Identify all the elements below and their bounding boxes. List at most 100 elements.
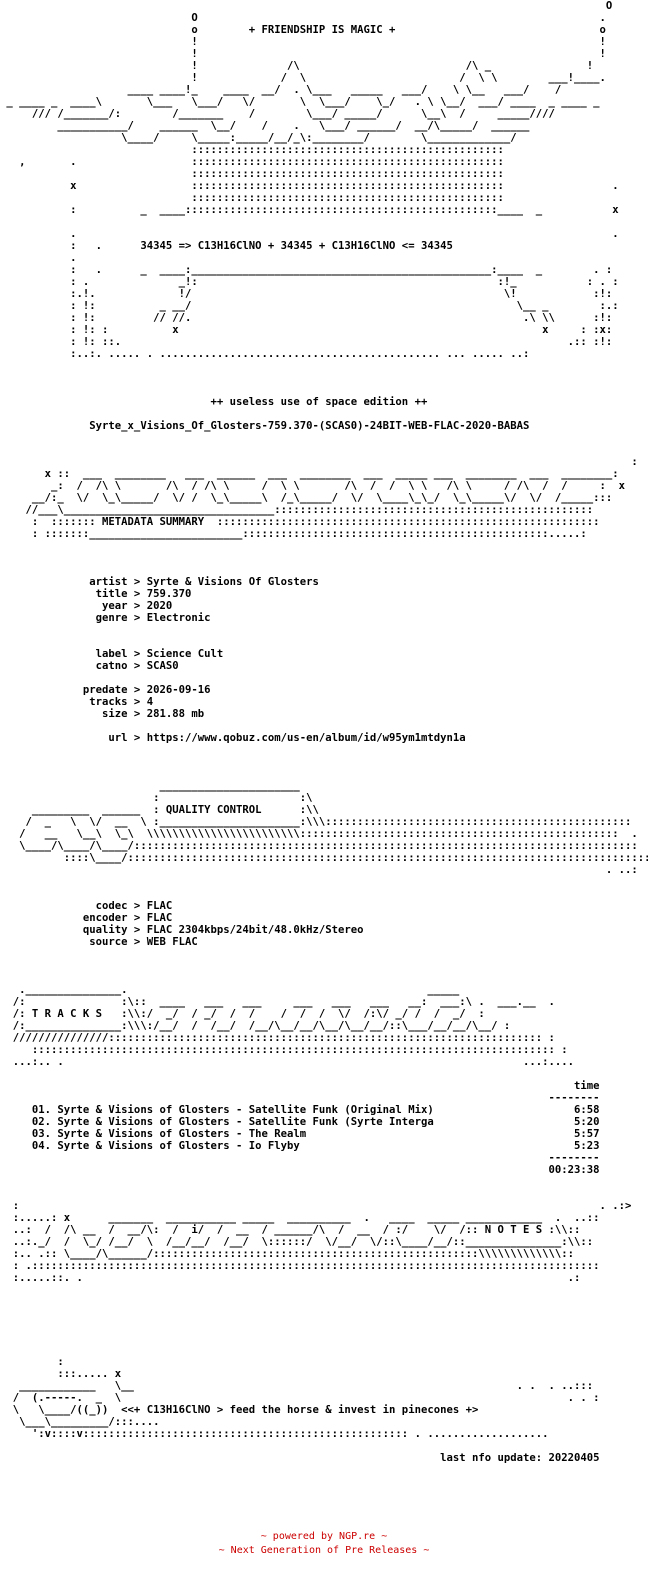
header-art-line: x ::::::::::::::::::::::::::::::::::::::… (0, 180, 619, 192)
meta-artist: artist > Syrte & Visions Of Glosters (0, 576, 319, 588)
header-art-line: . (0, 252, 77, 264)
header-art-line: O . (0, 12, 606, 24)
header-art-line: \____/ \_____:_____/__/_\:________/ \___… (0, 132, 517, 144)
blank-line (0, 1308, 648, 1320)
meta-size: size > 281.88 mb (0, 708, 205, 720)
blank-line (0, 1176, 648, 1188)
release-name: Syrte_x_Visions_Of_Glosters-759.370-(SCA… (0, 420, 530, 432)
footer-powered-line: ~ powered by NGP.re ~ (0, 1530, 648, 1544)
blank-line (0, 720, 648, 732)
header-art-line: : !: _ __/ \__ _ :.: (0, 300, 619, 312)
blank-line (0, 636, 648, 648)
notes-art-line: :.....: x _______ ___________ _____ ____… (0, 1212, 600, 1224)
header-art-line: ! ! (0, 48, 606, 60)
blank-line (0, 756, 648, 768)
blank-line (0, 540, 648, 552)
notes-art-line: ..: / /\ __ / __/\: / i/ / __ / ______/\… (0, 1224, 581, 1236)
blank-line (0, 888, 648, 900)
tracks-art-line: /: T R A C K S :\\:/ _/ / _/ / / / / / \… (0, 1008, 485, 1020)
blank-line (0, 744, 648, 756)
notes-art-line: : .:::::::::::::::::::::::::::::::::::::… (0, 1260, 600, 1272)
header-art-line: ____ ____!_ ____ __/ . \___ _____ ___/ \… (0, 84, 568, 96)
edition-text: ++ useless use of space edition ++ (0, 396, 428, 408)
outro-art-line: \___\_________/:::.... (0, 1416, 160, 1428)
quality-encoder: encoder > FLAC (0, 912, 173, 924)
blank-line (0, 1320, 648, 1332)
header-art-line: O (0, 0, 613, 12)
blank-line (0, 1284, 648, 1296)
header-art-line: : !: ::. .:: :!: (0, 336, 613, 348)
tracks-art-line: ...:.. . ...:.... (0, 1056, 575, 1068)
blank-line (0, 432, 648, 444)
blank-line (0, 1332, 648, 1344)
header-art-line: _ ____ _ ____\ \___ \___/ \/ \ \___/ \_/… (0, 96, 600, 108)
meta-predate: predate > 2026-09-16 (0, 684, 211, 696)
metadata-art-line: __/:_ \/ \_\_____/ \/ / \_\_____\ /_\___… (0, 492, 613, 504)
tracks-art-line: ///////////////:::::::::::::::::::::::::… (0, 1032, 555, 1044)
meta-url: url > https://www.qobuz.com/us-en/album/… (0, 732, 466, 744)
tracks-art-line: /: :\:: ____ ___ ___ ___ ___ ___ __: ___… (0, 996, 555, 1008)
outro-art-line: ____________ \__ . . . ..::: (0, 1380, 594, 1392)
header-art-line: ! ! (0, 36, 606, 48)
outro-art-line: : (0, 1356, 64, 1368)
footer-tagline: ~ Next Generation of Pre Releases ~ (218, 1545, 430, 1556)
blank-line (0, 1188, 648, 1200)
quality-art-line: \____/\____/\____/::::::::::::::::::::::… (0, 840, 638, 852)
meta-label: label > Science Cult (0, 648, 224, 660)
header-art-line: :..:. ..... . ..........................… (0, 348, 530, 360)
footer-powered-suffix: ~ (375, 1531, 388, 1542)
blank-line (0, 960, 648, 972)
header-art-line: ! /\ /\ _ ! (0, 60, 594, 72)
blank-line (0, 564, 648, 576)
blank-line (0, 384, 648, 396)
nfo-document: O O . o + FRIENDSHIP IS MAGIC + o (0, 0, 648, 1464)
header-art-line: : . _!: :!_ : . : (0, 276, 619, 288)
quality-art-line: . ..: (0, 864, 638, 876)
blank-line (0, 360, 648, 372)
footer-powered-prefix: ~ powered by (260, 1531, 340, 1542)
header-art-line: : !: : x x : :x: (0, 324, 613, 336)
meta-genre: genre > Electronic (0, 612, 211, 624)
blank-line (0, 1344, 648, 1356)
footer: ~ powered by NGP.re ~ ~ Next Generation … (0, 1530, 648, 1558)
blank-line (0, 408, 648, 420)
outro-art-line: :::..... x (0, 1368, 122, 1380)
quality-quality: quality > FLAC 2304kbps/24bit/48.0kHz/St… (0, 924, 364, 936)
track-row: 03. Syrte & Visions of Glosters - The Re… (0, 1128, 600, 1140)
metadata-art-line: : :::::::________________________:::::::… (0, 528, 587, 540)
header-art-line: :.!. !/ \! :!: (0, 288, 613, 300)
header-art-line: ___________/ ______ \__/ / . \___/ _____… (0, 120, 530, 132)
meta-title: title > 759.370 (0, 588, 192, 600)
header-art-line: /// /_______/: /_______ / \___/ _____/ \… (0, 108, 555, 120)
notes-art-line: :.. .:: \____/\______/::::::::::::::::::… (0, 1248, 575, 1260)
outro-art-line: ':v::::v::::::::::::::::::::::::::::::::… (0, 1428, 549, 1440)
footer-ngp-link[interactable]: NGP.re (339, 1531, 376, 1542)
quality-codec: codec > FLAC (0, 900, 173, 912)
meta-catno: catno > SCAS0 (0, 660, 179, 672)
header-art-line: , . ::::::::::::::::::::::::::::::::::::… (0, 156, 504, 168)
metadata-art-line: x :: ___ ________ ___ ______ ___ _______… (0, 468, 619, 480)
notes-art-line: :.....::. . .: (0, 1272, 581, 1284)
header-art-line: : . _ ____:_____________________________… (0, 264, 613, 276)
metadata-art-line: : (0, 456, 638, 468)
metadata-art-line: : ::::::: METADATA SUMMARY :::::::::::::… (0, 516, 600, 528)
blank-line (0, 1440, 648, 1452)
header-art-line: : !: // //. .\ \\ :!: (0, 312, 613, 324)
header-art-line: ! / \ / \ \ ___!____. (0, 72, 606, 84)
tracks-art-line: /:_______________:\\\:/__/ / /__/ /__/\_… (0, 1020, 511, 1032)
header-art-line: : _ ____::::::::::::::::::::::::::::::::… (0, 204, 619, 216)
meta-tracks: tracks > 4 (0, 696, 154, 708)
blank-line (0, 768, 648, 780)
blank-line (0, 444, 648, 456)
quality-art-line: : :\ (0, 792, 313, 804)
blank-line (0, 624, 648, 636)
header-art-line: : . 34345 => C13H16ClNO + 34345 + C13H16… (0, 240, 453, 252)
header-art-line: ::::::::::::::::::::::::::::::::::::::::… (0, 192, 504, 204)
tracks-time-header: time (0, 1080, 600, 1092)
quality-art-line: ::::\____/::::::::::::::::::::::::::::::… (0, 852, 648, 864)
notes-art-line: : . .:> (0, 1200, 632, 1212)
tracks-total: 00:23:38 (0, 1164, 600, 1176)
quality-art-line: _________ ______ : QUALITY CONTROL :\\ (0, 804, 319, 816)
tracks-divider: -------- (0, 1152, 600, 1164)
header-art-line (0, 216, 648, 228)
